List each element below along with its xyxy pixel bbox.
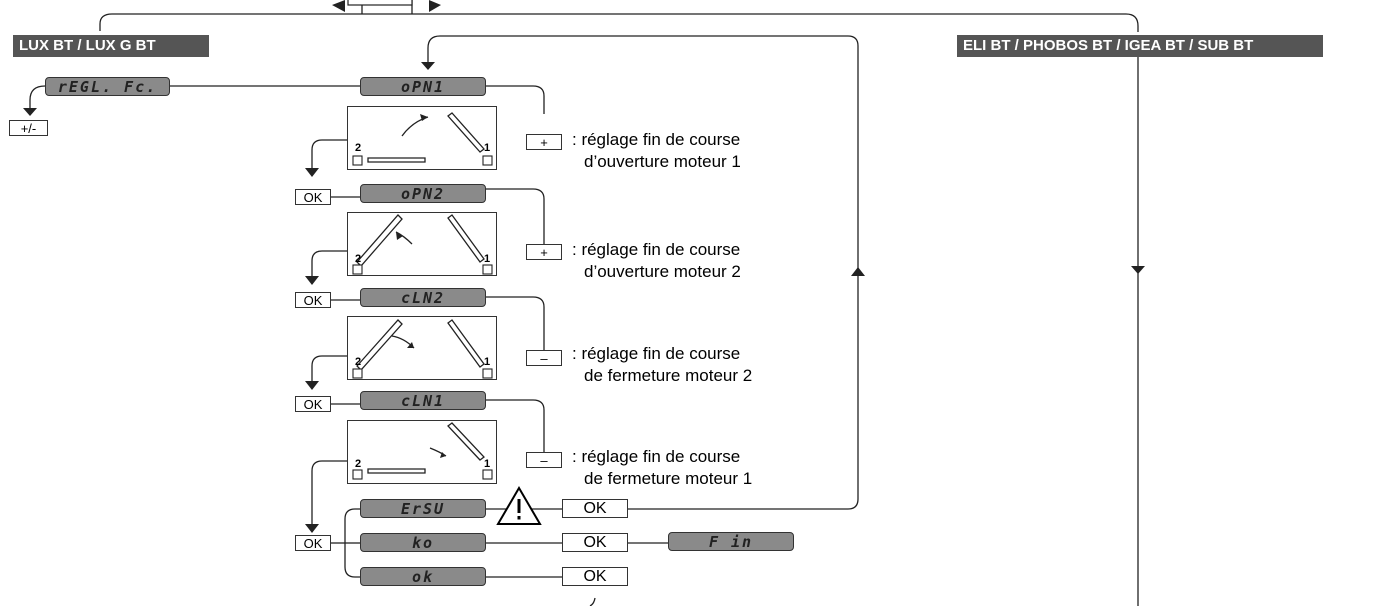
step-description-line1: : réglage fin de course [572,447,741,466]
step-description-line2: de fermeture moteur 2 [584,366,753,385]
display-ko: ko [360,533,486,552]
ok-button[interactable]: OK [295,535,331,551]
step-description-line2: d’ouverture moteur 2 [584,262,741,281]
display-ok: ok [360,567,486,586]
ok-button-ko[interactable]: OK [562,533,628,552]
display-cln1: cLN1 [360,391,486,410]
motor-2-label: 2 [355,356,362,368]
minus-button[interactable]: – [526,452,562,468]
arrow-up-icon [851,267,865,276]
plus-button[interactable]: + [526,134,562,150]
arrow-down-icon [23,108,37,116]
display-cln2: cLN2 [360,288,486,307]
ok-button-ersu[interactable]: OK [562,499,628,518]
ok-button[interactable]: OK [295,189,331,205]
motor-2-label: 2 [355,458,362,470]
warning-icon [496,486,542,525]
step-description: : réglage fin de course d’ouverture mote… [572,129,741,173]
step-description-line2: d’ouverture moteur 1 [584,152,741,171]
motor-1-label: 1 [484,458,491,470]
arrow-down-icon [305,168,319,177]
display-opn1: oPN1 [360,77,486,96]
arrow-down-icon [1131,266,1145,274]
step-description-line1: : réglage fin de course [572,240,741,259]
step-description-line1: : réglage fin de course [572,130,741,149]
arrow-left-icon [332,0,345,12]
step-description: : réglage fin de course de fermeture mot… [572,343,752,387]
gate-panel-close-motor-1 [347,420,497,484]
motor-2-label: 2 [355,253,362,265]
plus-minus-button[interactable]: +/- [9,120,48,136]
step-description: : réglage fin de course d’ouverture mote… [572,239,741,283]
display-opn2: oPN2 [360,184,486,203]
ok-button[interactable]: OK [295,396,331,412]
display-fin: F in [668,532,794,551]
motor-2-label: 2 [355,142,362,154]
minus-button[interactable]: – [526,350,562,366]
display-ersu: ErSU [360,499,486,518]
gate-panel-open-motor-1 [347,106,497,170]
arrow-right-icon [429,0,441,12]
step-description-line2: de fermeture moteur 1 [584,469,753,488]
arrow-down-icon [305,524,319,533]
arrow-down-icon [305,381,319,390]
step-description: : réglage fin de course de fermeture mot… [572,446,752,490]
motor-1-label: 1 [484,356,491,368]
arrow-down-icon [305,276,319,285]
step-description-line1: : réglage fin de course [572,344,741,363]
header-eli: ELI BT / PHOBOS BT / IGEA BT / SUB BT [957,35,1323,57]
arrow-down-icon [421,62,435,70]
display-regl-fc: rEGL. Fc. [45,77,170,96]
ok-button-ok[interactable]: OK [562,567,628,586]
gate-panel-open-motor-2 [347,212,497,276]
motor-1-label: 1 [484,142,491,154]
plus-button[interactable]: + [526,244,562,260]
motor-1-label: 1 [484,253,491,265]
gate-panel-close-motor-2 [347,316,497,380]
ok-button[interactable]: OK [295,292,331,308]
header-lux: LUX BT / LUX G BT [13,35,209,57]
